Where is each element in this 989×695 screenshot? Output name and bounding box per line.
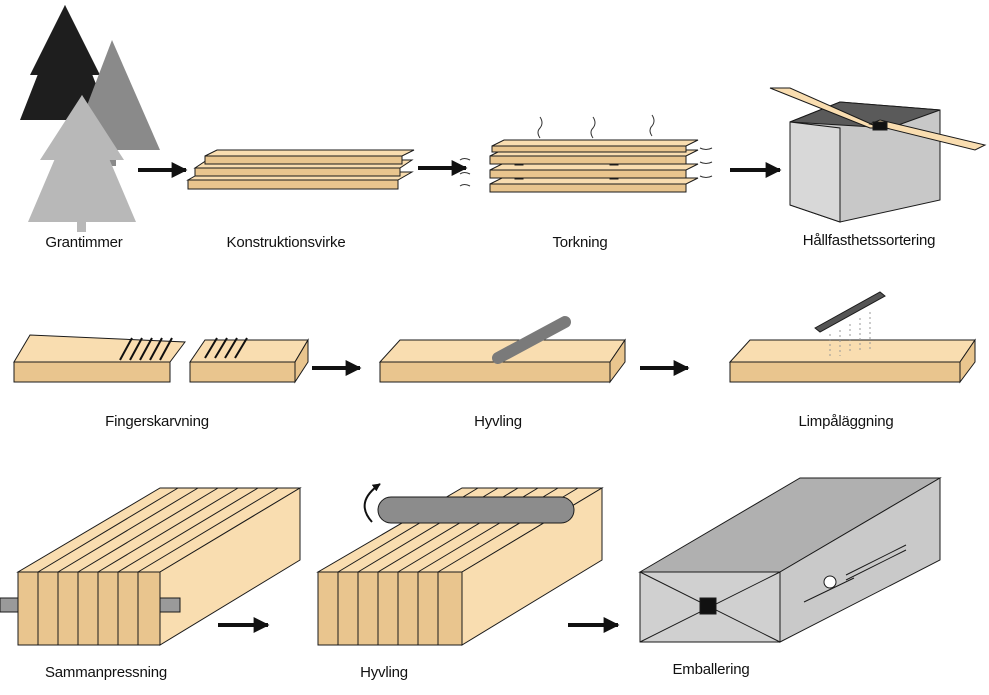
label-sammanpressning: Sammanpressning <box>44 664 168 681</box>
glulam-planing-block-icon <box>316 483 604 646</box>
label-emballering: Emballering <box>672 661 750 678</box>
glulam-press-block-icon <box>0 487 302 646</box>
spruce-trees-icon <box>20 5 160 232</box>
label-torkning: Torkning <box>552 234 608 251</box>
flow-arrows-row-1 <box>138 160 782 178</box>
finger-joint-icon <box>13 334 309 384</box>
label-hyvling-1: Hyvling <box>474 413 522 430</box>
glue-application-icon <box>728 291 976 384</box>
label-grantimmer: Grantimmer <box>45 234 123 251</box>
glue-dots <box>829 312 871 358</box>
label-hyvling-2: Hyvling <box>360 664 408 681</box>
planing-board-icon <box>378 316 626 384</box>
lumber-stack-icon <box>186 149 415 190</box>
label-fingerskarvning: Fingerskarvning <box>105 413 209 430</box>
planing-roller-icon <box>492 316 571 364</box>
logo-mark-icon <box>823 575 837 589</box>
rotation-arrow-icon <box>363 483 381 523</box>
label-hallfasthetssortering: Hållfasthetssortering <box>802 232 936 249</box>
strength-grading-machine-icon <box>769 87 987 223</box>
wrapped-package-icon <box>638 477 942 643</box>
label-konstruktionsvirke: Konstruktionsvirke <box>226 234 346 251</box>
planing-roller-icon <box>377 496 575 524</box>
label-limpalaggning: Limpåläggning <box>798 413 894 430</box>
drying-stack-icon <box>489 139 699 193</box>
package-label <box>699 597 717 615</box>
